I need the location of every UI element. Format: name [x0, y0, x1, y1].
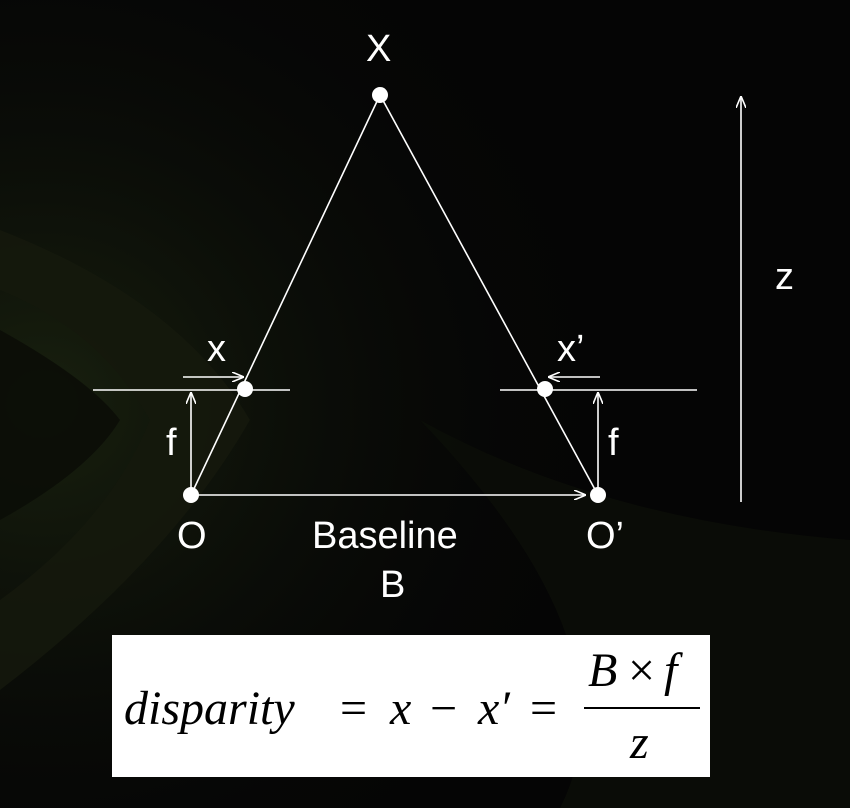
- image-point-right-dot: [537, 381, 553, 397]
- formula-denominator-z: z: [630, 716, 649, 769]
- point-x-dot: [372, 87, 388, 103]
- disparity-formula: disparity = x − x′ = B × f z: [112, 635, 710, 777]
- label-focal-right: f: [608, 422, 619, 464]
- optical-center-left-dot: [183, 487, 199, 503]
- formula-minus: −: [430, 682, 458, 735]
- image-point-left-dot: [237, 381, 253, 397]
- label-baseline-b: B: [380, 564, 406, 606]
- formula-x-prime: x′: [478, 682, 510, 735]
- formula-equals-1: =: [340, 682, 368, 735]
- formula-fraction-bar: [584, 707, 700, 709]
- label-focal-left: f: [166, 422, 177, 464]
- label-image-x: x: [207, 328, 226, 370]
- label-point-x: X: [366, 28, 392, 70]
- optical-center-right-dot: [590, 487, 606, 503]
- label-optical-center-right: O’: [586, 515, 624, 557]
- formula-numerator-b: B: [588, 644, 618, 697]
- ray-left: [190, 94, 381, 496]
- formula-numerator-f: f: [664, 644, 678, 697]
- formula-equals-2: =: [530, 682, 558, 735]
- label-image-x-prime: x’: [557, 328, 585, 370]
- ray-right: [379, 94, 599, 496]
- label-baseline: Baseline: [312, 515, 458, 557]
- formula-times: ×: [628, 644, 656, 697]
- label-depth-z: z: [775, 256, 794, 298]
- formula-disparity: disparity: [124, 682, 295, 735]
- label-optical-center-left: O: [177, 515, 207, 557]
- formula-x: x: [390, 682, 412, 735]
